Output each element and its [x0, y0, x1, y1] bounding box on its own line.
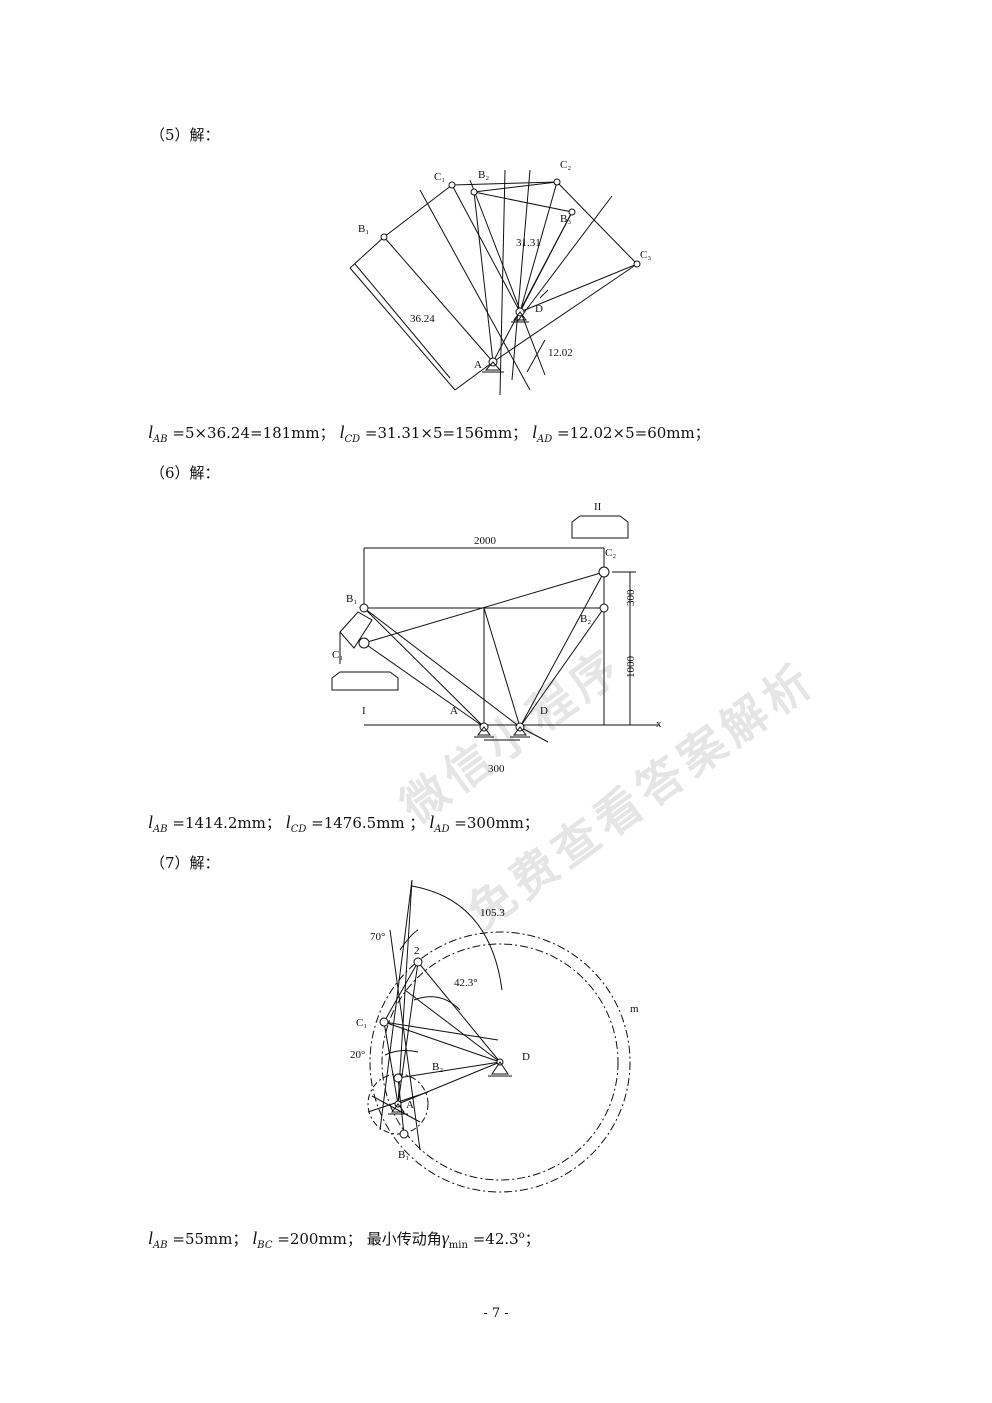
formula6-cd-var: l	[285, 812, 291, 832]
formula7-bc-sub: BC	[257, 1240, 273, 1251]
fig7-label-423: 42.3°	[454, 977, 478, 989]
fig5-label-b2: B₂	[478, 169, 489, 181]
page-number: - 7 -	[483, 1306, 509, 1321]
formula5-cd-val: =31.31×5=156mm；	[364, 424, 528, 442]
fig6-label-1000: 1000	[625, 656, 637, 679]
formula6-ad-sub: AD	[434, 824, 450, 835]
formula7-end: ；	[524, 1230, 540, 1248]
fig5-label-a: A	[474, 359, 482, 371]
formula-6: lAB =1414.2mm； lCD =1476.5mm ； lAD =300m…	[148, 812, 539, 835]
fig6-label-2000: 2000	[474, 535, 497, 547]
fig6-label-ii: II	[594, 501, 602, 513]
formula7-deg: o	[518, 1230, 525, 1241]
fig7-label-m: m	[630, 1003, 639, 1015]
fig5-label-c3: C₃	[640, 249, 651, 261]
section-6-heading: （6）解：	[150, 464, 220, 482]
fig7-label-1053: 105.3	[480, 907, 505, 919]
fig6-label-300b: 300	[488, 763, 505, 775]
formula5-cd-var: l	[339, 422, 345, 442]
formula7-ab-var: l	[148, 1228, 154, 1248]
fig5-label-d1: 31.31	[516, 237, 541, 249]
formula6-ab-val: =1414.2mm；	[172, 814, 281, 832]
formula-5: lAB =5×36.24=181mm； lCD =31.31×5=156mm； …	[148, 422, 710, 445]
formula6-ad-var: l	[429, 812, 435, 832]
fig6-label-c2: C₂	[605, 547, 616, 559]
formula6-cd-val: =1476.5mm ；	[311, 814, 425, 832]
fig6-label-i: I	[362, 705, 366, 717]
fig7-label-70: 70°	[370, 931, 385, 943]
section-5-heading: （5）解：	[150, 126, 220, 144]
formula6-ad-val: =300mm；	[454, 814, 539, 832]
fig7-label-2: 2	[414, 945, 420, 957]
fig6-label-a: A	[450, 705, 458, 717]
fig7-label-b1: B₁	[398, 1149, 409, 1161]
formula5-ab-var: l	[148, 422, 154, 442]
formula5-ad-var: l	[531, 422, 537, 442]
fig7-label-20: 20°	[350, 1049, 365, 1061]
formula7-ab-sub: AB	[153, 1240, 168, 1251]
formula5-ad-sub: AD	[536, 434, 553, 445]
fig6-label-b1: B₁	[346, 593, 357, 605]
fig5-label-b3: B₃	[560, 213, 571, 225]
formula5-ad-val: =12.02×5=60mm；	[557, 424, 710, 442]
fig5-label-d: D	[535, 303, 543, 315]
formula7-gamma-val: =42.3	[472, 1230, 519, 1248]
fig6-label-b2: B₂	[580, 613, 591, 625]
fig7-label-a: A	[406, 1099, 414, 1111]
formula6-ab-sub: AB	[153, 824, 168, 835]
formula-7: lAB =55mm； lBC =200mm； 最小传动角γmin =42.3o；	[148, 1228, 540, 1251]
fig6-label-d: D	[540, 705, 548, 717]
formula7-bc-var: l	[252, 1228, 258, 1248]
formula7-bc-val: =200mm；	[277, 1230, 362, 1248]
fig5-label-b1: B₁	[358, 223, 369, 235]
section-7-heading: （7）解：	[150, 854, 220, 872]
formula7-text: 最小传动角	[366, 1230, 442, 1248]
formula7-gamma: γ	[441, 1228, 449, 1248]
formula6-cd-sub: CD	[290, 824, 307, 835]
formula6-ab-var: l	[148, 812, 154, 832]
fig7-label-d: D	[522, 1051, 530, 1063]
fig6-label-300a: 300	[625, 589, 637, 606]
fig5-label-d3: 12.02	[548, 347, 573, 359]
formula5-ab-sub: AB	[153, 434, 168, 445]
formula5-cd-sub: CD	[344, 434, 361, 445]
fig7-label-c1: C₁	[356, 1017, 367, 1029]
fig6-label-x: x	[656, 718, 662, 730]
fig5-label-c1: C₁	[434, 171, 445, 183]
fig6-label-c1: C₁	[332, 649, 343, 661]
formula7-ab-val: =55mm；	[172, 1230, 248, 1248]
fig5-label-d2: 36.24	[410, 313, 435, 325]
formula7-gamma-sub: min	[448, 1240, 468, 1251]
fig5-label-c2: C₂	[560, 159, 571, 171]
formula5-ab-val: =5×36.24=181mm；	[172, 424, 335, 442]
fig7-label-b2: B₂	[432, 1061, 443, 1073]
